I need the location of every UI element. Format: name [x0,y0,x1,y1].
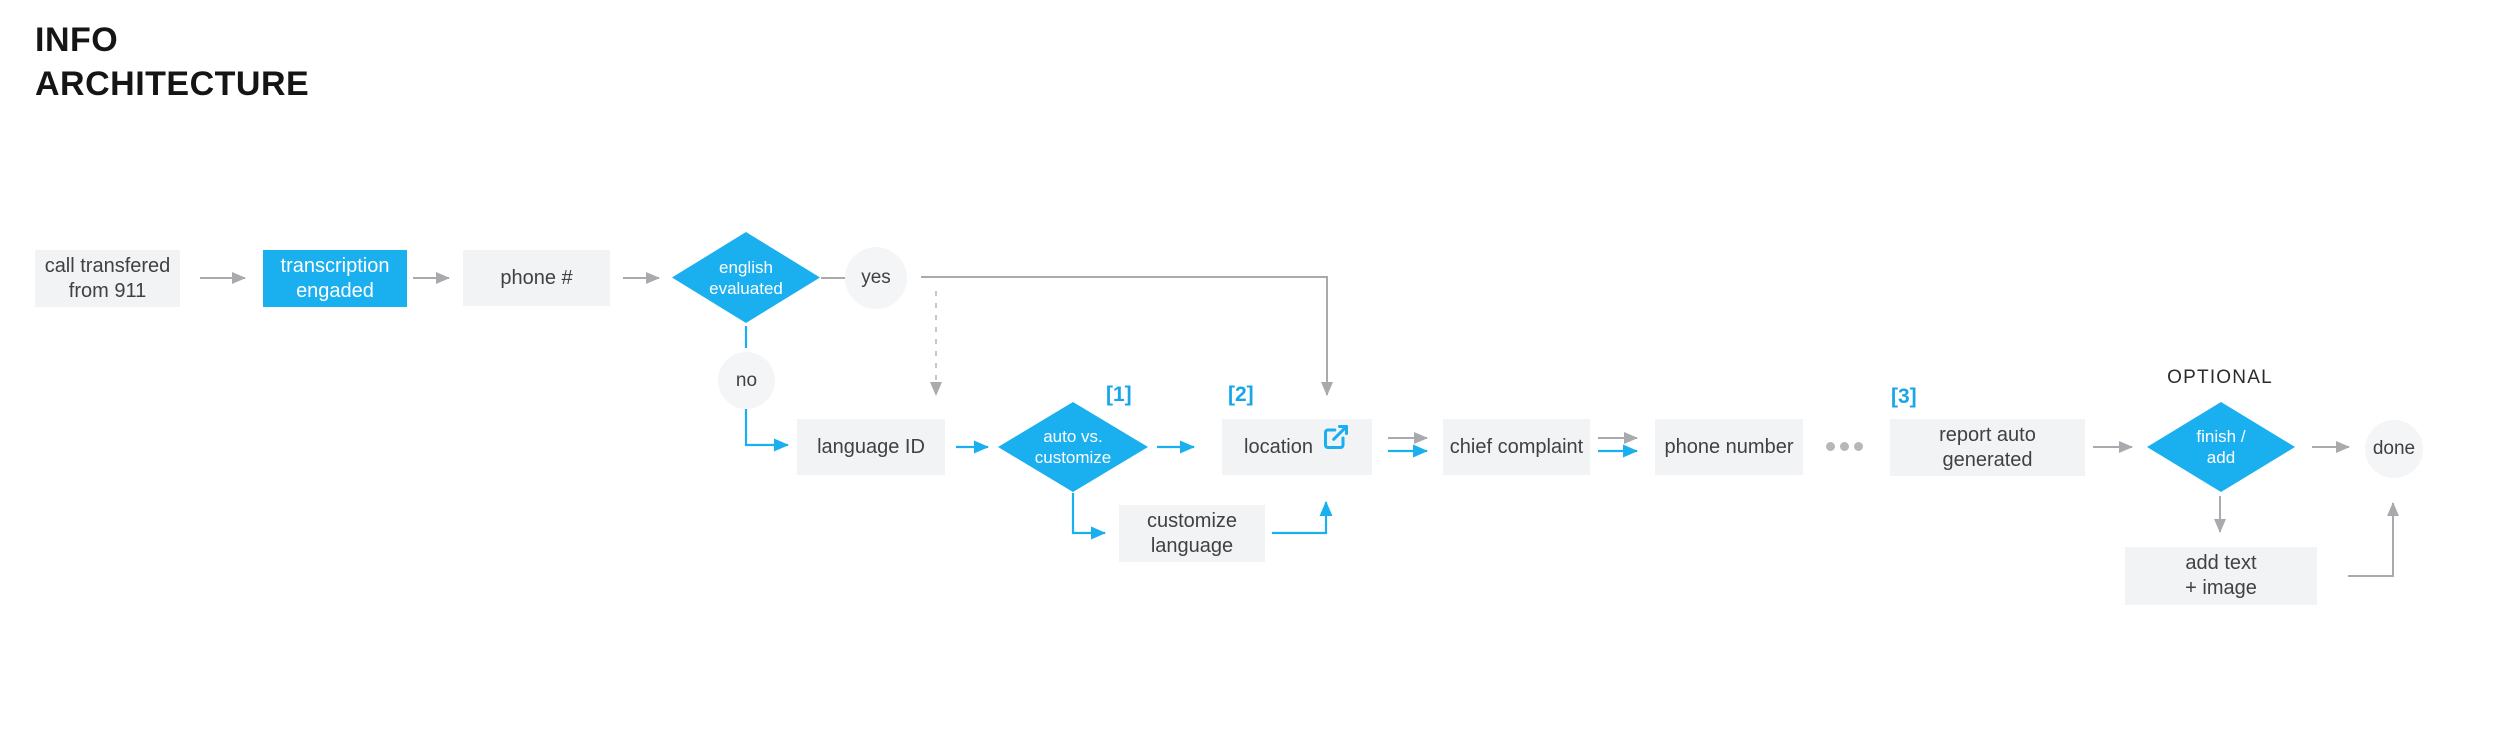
page-title-line2: ARCHITECTURE [35,65,310,103]
node-phone-number-entry: phone # [463,250,610,306]
decision-auto-vs-customize: auto vs. customize [998,402,1148,492]
dot [1826,442,1835,451]
ellipsis-dots-icon [1826,442,1863,451]
page-title-line1: INFO [35,21,119,59]
branch-no: no [718,352,775,409]
decision-english-evaluated: english evaluated [672,232,820,323]
external-link-icon [1323,424,1348,450]
ref-label-3: [3] [1891,385,1917,408]
decision-finish-add: finish / add [2147,402,2295,492]
node-chief-complaint: chief complaint [1443,419,1590,475]
dot [1840,442,1849,451]
node-phone-number: phone number [1655,419,1803,475]
node-add-text-image: add text + image [2125,547,2317,605]
node-customize-language: customize language [1119,505,1265,562]
branch-yes: yes [845,247,907,309]
dot [1854,442,1863,451]
arrow-yes-loop-to-location [921,276,1333,396]
page-title: INFO ARCHITECTURE [35,18,309,106]
node-report-auto-generated: report auto generated [1890,419,2085,476]
node-language-id: language ID [797,419,945,475]
ref-label-1: [1] [1106,383,1132,406]
node-done: done [2365,420,2423,478]
arrow-add-text-to-done [2348,502,2399,577]
arrow-no-to-language-id [744,409,789,452]
node-location: location [1222,419,1372,475]
ref-label-2: [2] [1228,383,1254,406]
node-transcription-engaged: transcription engaded [263,250,407,307]
arrow-auto-to-customize-language [1071,493,1106,540]
node-call-transferred-from-911: call transfered from 911 [35,250,180,307]
arrow-customize-language-to-location [1272,501,1333,535]
optional-note: OPTIONAL [2167,367,2273,388]
node-location-label: location [1244,435,1313,458]
